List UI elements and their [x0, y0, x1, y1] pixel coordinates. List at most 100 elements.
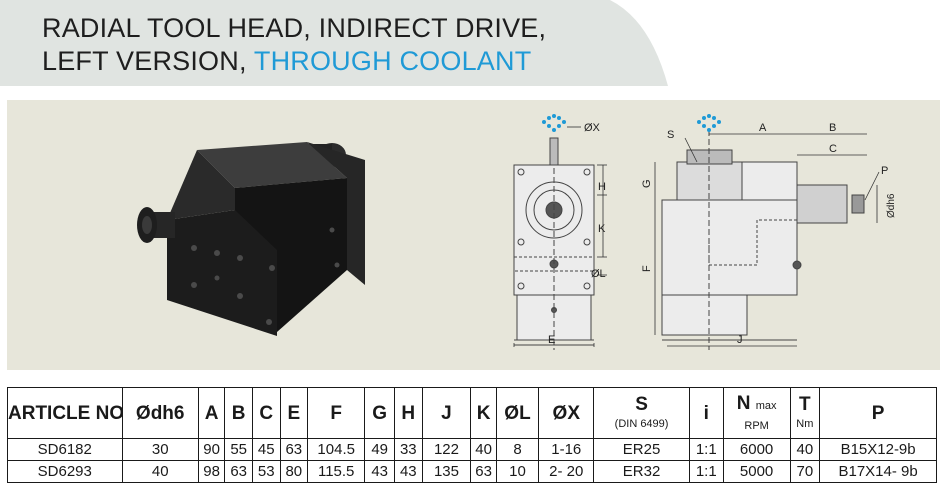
cell-dh6: 40 — [121, 460, 199, 483]
col-s-sub: (DIN 6499) — [614, 418, 669, 430]
label-k: K — [598, 223, 606, 235]
label-g: G — [641, 179, 653, 188]
table-row: SD6293 40 98 63 53 80 115.5 43 43 135 63… — [7, 460, 937, 483]
col-x: ØX — [538, 387, 595, 439]
cell-s: ER25 — [593, 438, 690, 461]
label-e: E — [548, 334, 555, 346]
col-dh6: Ødh6 — [121, 387, 199, 439]
col-t-label: T — [799, 394, 811, 415]
col-e: E — [279, 387, 309, 439]
cell-n: 6000 — [722, 438, 791, 461]
col-c: C — [251, 387, 281, 439]
title-banner-shape — [0, 0, 668, 86]
col-n-unit: RPM — [744, 419, 769, 432]
col-a: A — [197, 387, 226, 439]
cell-e: 63 — [279, 438, 309, 461]
cell-l: 10 — [495, 460, 540, 483]
title-line-2-main: LEFT VERSION, — [42, 46, 247, 76]
label-f: F — [641, 265, 653, 272]
cell-dh6: 30 — [121, 438, 199, 461]
label-a: A — [759, 122, 767, 134]
col-n: N max RPM — [722, 387, 791, 439]
table-row: SD6182 30 90 55 45 63 104.5 49 33 122 40… — [7, 438, 937, 461]
cell-x: 2- 20 — [538, 460, 595, 483]
label-c: C — [829, 143, 837, 155]
col-article: ARTICLE NO. — [7, 387, 123, 439]
col-i: i — [688, 387, 724, 439]
cell-k: 63 — [470, 460, 497, 483]
spec-table: ARTICLE NO. Ødh6 A B C E F G H J K ØL ØX… — [7, 387, 937, 483]
col-f: F — [307, 387, 366, 439]
product-holes — [191, 227, 340, 325]
figure-band: ØX H K ØL E — [7, 100, 940, 370]
product-body-side — [307, 142, 365, 285]
cell-l: 8 — [495, 438, 540, 461]
cell-s: ER32 — [593, 460, 690, 483]
cell-a: 98 — [197, 460, 226, 483]
product-spindle-front — [137, 207, 175, 243]
cell-n: 5000 — [722, 460, 791, 483]
label-p: P — [881, 165, 888, 177]
col-l: ØL — [495, 387, 540, 439]
label-ol: ØL — [591, 268, 606, 280]
label-s: S — [667, 129, 674, 141]
label-dh6: Ødh6 — [886, 193, 897, 218]
cell-b: 63 — [224, 460, 253, 483]
front-view-drawing — [513, 137, 595, 350]
cell-e: 80 — [279, 460, 309, 483]
cell-x: 1-16 — [538, 438, 595, 461]
title-line-1: RADIAL TOOL HEAD, INDIRECT DRIVE, — [42, 13, 547, 43]
cell-f: 104.5 — [307, 438, 366, 461]
title-line-2: LEFT VERSION, THROUGH COOLANT — [42, 45, 546, 78]
product-top-face — [197, 142, 347, 188]
title-line-2-accent: THROUGH COOLANT — [253, 46, 532, 76]
front-dimension-lines — [513, 126, 607, 347]
col-s-label: S — [635, 394, 648, 415]
side-coolant-spray — [697, 114, 721, 132]
title-banner: RADIAL TOOL HEAD, INDIRECT DRIVE, LEFT V… — [0, 0, 940, 90]
cell-c: 53 — [251, 460, 281, 483]
cell-article: SD6182 — [7, 438, 123, 461]
product-body-front — [167, 210, 277, 336]
col-g: G — [364, 387, 396, 439]
cell-article: SD6293 — [7, 460, 123, 483]
front-coolant-spray — [542, 114, 566, 132]
figure-canvas: ØX H K ØL E — [137, 114, 897, 350]
product-photo — [137, 142, 365, 336]
col-n-sub: max — [755, 399, 777, 412]
page-title: RADIAL TOOL HEAD, INDIRECT DRIVE, LEFT V… — [42, 12, 546, 78]
cell-g: 43 — [364, 460, 396, 483]
cell-t: 70 — [789, 460, 821, 483]
col-n-label: N — [736, 392, 751, 414]
label-ox: ØX — [584, 122, 601, 134]
cell-i: 1:1 — [688, 438, 724, 461]
cell-j: 135 — [421, 460, 472, 483]
col-t: T Nm — [789, 387, 821, 439]
cell-i: 1:1 — [688, 460, 724, 483]
col-j: J — [421, 387, 472, 439]
col-s: S (DIN 6499) — [593, 387, 690, 439]
col-b: B — [224, 387, 253, 439]
cell-b: 55 — [224, 438, 253, 461]
cell-f: 115.5 — [307, 460, 366, 483]
cell-c: 45 — [251, 438, 281, 461]
label-h: H — [598, 181, 606, 193]
cell-j: 122 — [421, 438, 472, 461]
cell-k: 40 — [470, 438, 497, 461]
cell-h: 43 — [394, 460, 423, 483]
label-b: B — [829, 122, 836, 134]
col-h: H — [394, 387, 423, 439]
cell-p: B17X14- 9b — [819, 460, 937, 483]
cell-t: 40 — [789, 438, 821, 461]
table-header-row: ARTICLE NO. Ødh6 A B C E F G H J K ØL ØX… — [7, 387, 937, 439]
cell-g: 49 — [364, 438, 396, 461]
col-p: P — [819, 387, 937, 439]
cell-h: 33 — [394, 438, 423, 461]
cell-a: 90 — [197, 438, 226, 461]
col-t-unit: Nm — [796, 418, 814, 430]
label-j: J — [737, 334, 743, 346]
side-dimension-lines — [654, 133, 880, 347]
col-k: K — [470, 387, 497, 439]
cell-p: B15X12-9b — [819, 438, 937, 461]
side-view-drawing — [661, 130, 865, 350]
